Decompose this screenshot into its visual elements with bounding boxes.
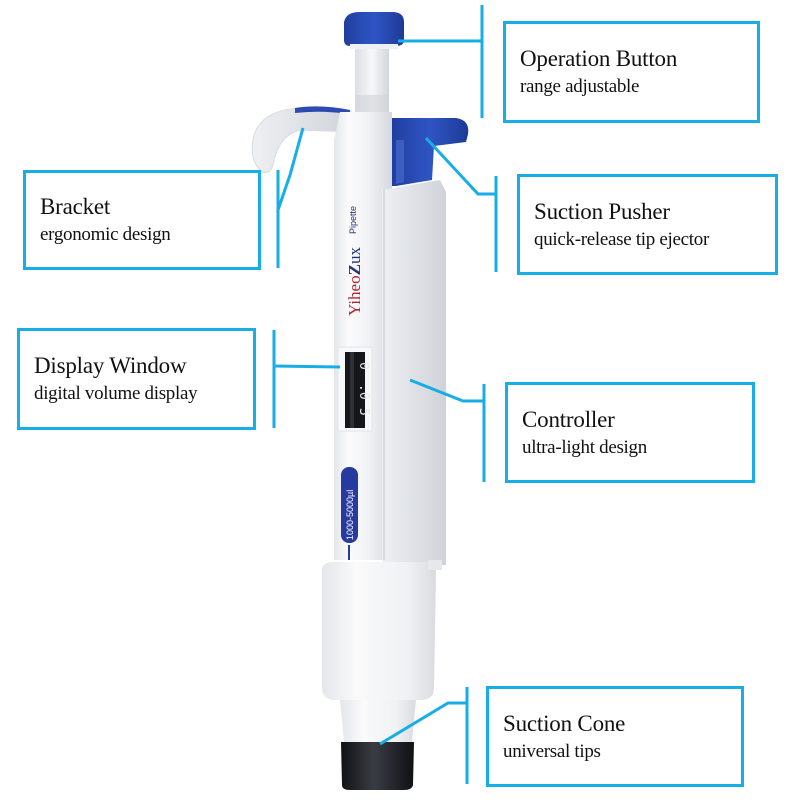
callout-connectors: [272, 5, 498, 784]
callout-operation-button: Operation Button range adjustable: [503, 21, 760, 123]
callout-title: Operation Button: [520, 46, 678, 71]
lower-shaft: [322, 562, 436, 700]
callout-title: Display Window: [34, 353, 187, 378]
volume-range-badge: [341, 467, 358, 543]
callout-bracket: Bracket ergonomic design: [23, 170, 261, 270]
display-digit-3: 5: [356, 408, 371, 416]
controller-side: [382, 180, 446, 568]
callout-subtitle: range adjustable: [520, 76, 640, 97]
volume-range-label: 1000-5000µl: [345, 490, 355, 540]
callout-title: Controller: [522, 406, 615, 432]
callout-suction-pusher: Suction Pusher quick-release tip ejector: [517, 174, 778, 275]
callout-subtitle: ultra-light design: [522, 436, 647, 458]
brand-logo: YiheoZux Pipette: [345, 206, 364, 316]
callout-subtitle: digital volume display: [34, 383, 198, 404]
callout-title: Suction Cone: [503, 710, 626, 736]
callout-subtitle: quick-release tip ejector: [534, 228, 710, 250]
callout-display-window: Display Window digital volume display: [17, 328, 256, 430]
callout-title: Suction Pusher: [534, 198, 670, 224]
brand-name: YiheoZux: [345, 247, 364, 316]
suction-pusher: [392, 118, 469, 186]
callout-subtitle: ergonomic design: [40, 224, 171, 245]
controller-body: [334, 112, 392, 560]
display-digit-1: 0: [356, 362, 371, 370]
suction-cone-tip: [341, 742, 414, 790]
suction-cone-neck: [340, 700, 416, 742]
display-digit-2: .0: [356, 384, 371, 400]
model-label: Pipette: [348, 206, 358, 234]
operation-button-cap: [344, 12, 404, 46]
callout-suction-cone: Suction Cone universal tips: [486, 686, 744, 787]
callout-subtitle: universal tips: [503, 740, 601, 762]
callout-title: Bracket: [40, 194, 111, 219]
bracket-hook: [251, 107, 353, 173]
callout-controller: Controller ultra-light design: [505, 382, 755, 483]
